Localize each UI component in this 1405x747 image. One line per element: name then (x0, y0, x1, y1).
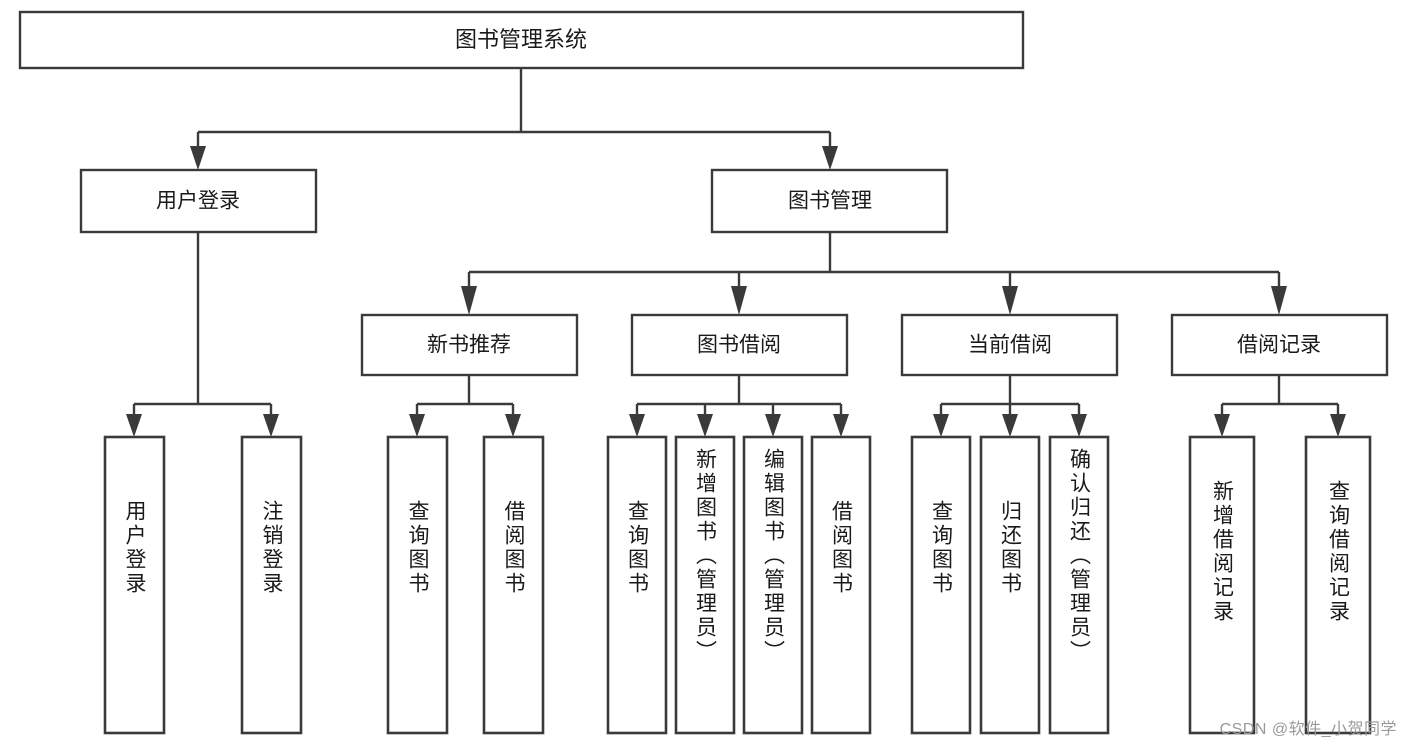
arrow-borrow-record (1271, 286, 1287, 315)
node-user-login-label: 用户登录 (156, 190, 240, 213)
node-new-book-recommend[interactable]: 新书推荐 (360, 313, 579, 377)
arrow-leaf-nbr-1 (409, 414, 425, 437)
node-new-book-recommend-box[interactable] (360, 313, 579, 377)
node-book-manage-box[interactable] (710, 168, 949, 234)
connector-group-current-borrow (933, 375, 1087, 437)
leaf-box-bb-3[interactable] (742, 435, 804, 735)
watermark: CSDN @软件_小贺同学 (1219, 721, 1397, 738)
leaf-box-user-login-1[interactable] (103, 435, 166, 735)
node-user-login-box[interactable] (79, 168, 318, 234)
node-root[interactable]: 图书管理系统 (18, 10, 1025, 70)
arrow-leaf-user-login-2 (263, 414, 279, 437)
connector-group-borrow-record (1214, 375, 1346, 437)
arrow-leaf-cb-1 (933, 414, 949, 437)
node-borrow-record[interactable]: 借阅记录 (1170, 313, 1389, 377)
node-book-manage-label: 图书管理 (788, 190, 872, 213)
arrow-current-borrow (1002, 286, 1018, 315)
connector-group-book-manage (461, 232, 1287, 315)
leaf-box-br-2[interactable] (1304, 435, 1372, 735)
arrow-leaf-br-2 (1330, 414, 1346, 437)
arrow-leaf-br-1 (1214, 414, 1230, 437)
node-root-box[interactable] (18, 10, 1025, 70)
leaf-box-cb-2[interactable] (979, 435, 1041, 735)
leaf-box-cb-1[interactable] (910, 435, 972, 735)
node-book-borrow-box[interactable] (630, 313, 849, 377)
leaf-box-bb-4[interactable] (810, 435, 872, 735)
arrow-leaf-bb-2 (697, 414, 713, 437)
leaf-box-user-login-2[interactable] (240, 435, 303, 735)
leaf-box-bb-1[interactable] (606, 435, 668, 735)
connector-group-book-borrow (629, 375, 849, 437)
leaf-box-group (103, 435, 1372, 735)
arrow-user-login (190, 146, 206, 170)
arrow-book-borrow (731, 286, 747, 315)
arrow-leaf-cb-2 (1002, 414, 1018, 437)
node-book-borrow-label: 图书借阅 (697, 334, 781, 357)
node-user-login[interactable]: 用户登录 (79, 168, 318, 234)
arrow-leaf-bb-4 (833, 414, 849, 437)
arrow-leaf-cb-3 (1071, 414, 1087, 437)
leaf-box-bb-2[interactable] (674, 435, 736, 735)
connector-group-new-book-recommend (409, 375, 521, 437)
node-current-borrow[interactable]: 当前借阅 (900, 313, 1119, 377)
arrow-leaf-nbr-2 (505, 414, 521, 437)
node-current-borrow-label: 当前借阅 (968, 334, 1052, 357)
connector-group-root (190, 68, 838, 170)
leaf-box-nbr-2[interactable] (482, 435, 545, 735)
connector-group-user-login (126, 232, 279, 437)
arrow-book-manage (822, 146, 838, 170)
arrow-leaf-bb-1 (629, 414, 645, 437)
leaf-box-nbr-1[interactable] (386, 435, 449, 735)
node-root-label: 图书管理系统 (455, 27, 587, 52)
arrow-leaf-bb-3 (765, 414, 781, 437)
node-borrow-record-box[interactable] (1170, 313, 1389, 377)
arrow-new-book-recommend (461, 286, 477, 315)
node-new-book-recommend-label: 新书推荐 (427, 334, 511, 357)
leaf-box-cb-3[interactable] (1048, 435, 1110, 735)
leaf-box-br-1[interactable] (1188, 435, 1256, 735)
node-book-borrow[interactable]: 图书借阅 (630, 313, 849, 377)
node-current-borrow-box[interactable] (900, 313, 1119, 377)
arrow-leaf-user-login-1 (126, 414, 142, 437)
node-borrow-record-label: 借阅记录 (1237, 334, 1321, 357)
node-book-manage[interactable]: 图书管理 (710, 168, 949, 234)
